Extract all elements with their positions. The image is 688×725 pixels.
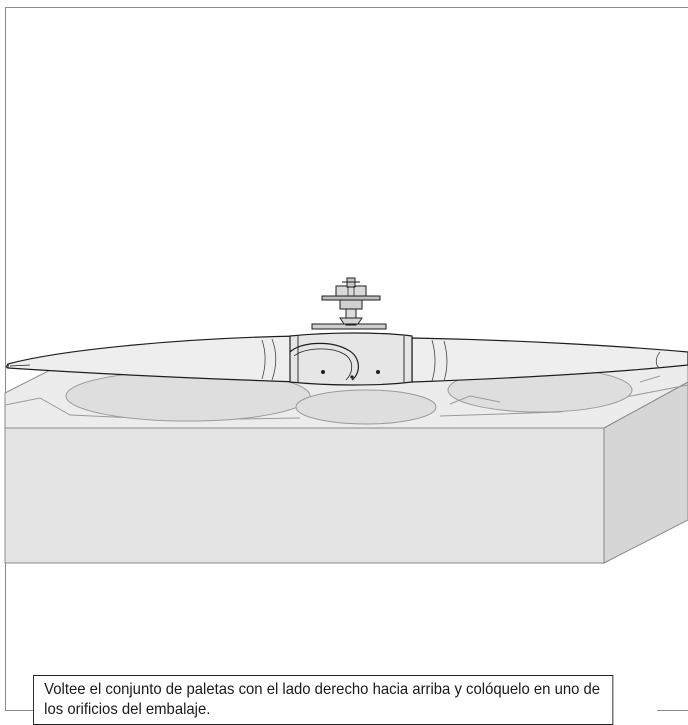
frame-bottom-left	[5, 710, 33, 711]
illustration-frame	[5, 7, 688, 710]
fan-assembly-illustration	[4, 277, 688, 564]
foam-front-face	[4, 427, 605, 564]
packaging-foam-icon	[4, 364, 688, 564]
instruction-caption: Voltee el conjunto de paletas con el lad…	[33, 675, 614, 725]
fan-blade-right	[411, 337, 688, 383]
foam-cavity-center	[295, 389, 437, 425]
frame-bottom-right	[657, 710, 688, 711]
fan-blades	[6, 335, 688, 383]
fan-motor-hub-icon	[289, 277, 413, 386]
